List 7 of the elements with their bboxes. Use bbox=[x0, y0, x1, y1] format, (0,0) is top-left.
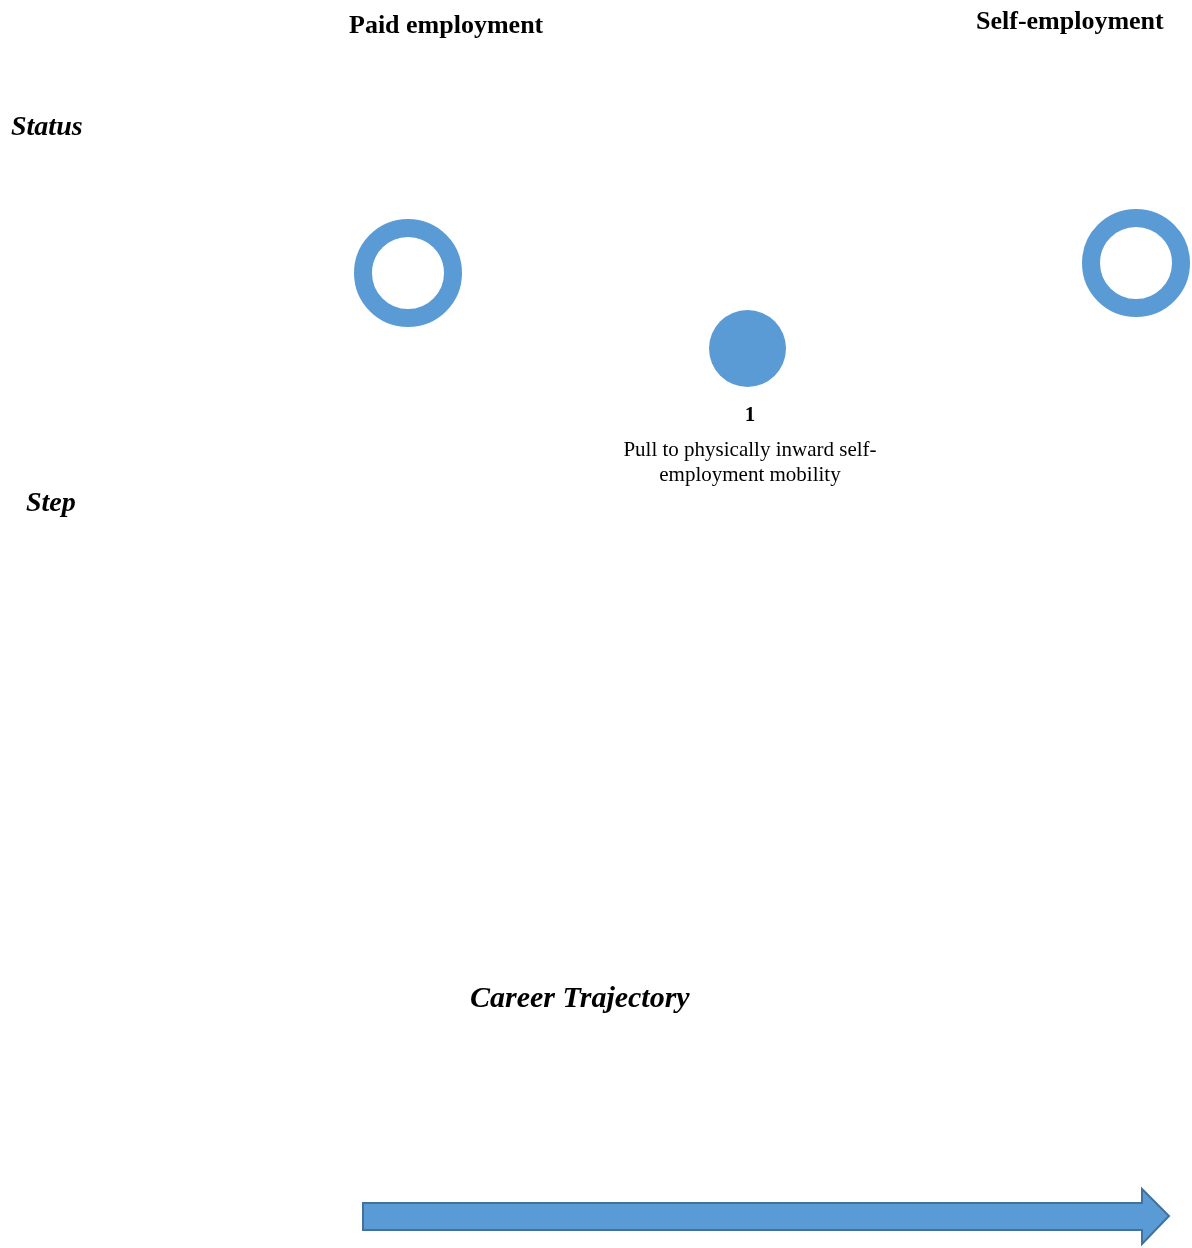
column-heading: Self-employment bbox=[976, 6, 1164, 36]
axis-label: Career Trajectory bbox=[470, 980, 690, 1014]
node-caption: Pull to physically inward self-employment mobility bbox=[622, 437, 878, 487]
column-heading: Paid employment bbox=[349, 10, 544, 40]
callout-number: 1 bbox=[743, 402, 757, 427]
axis-label: Step bbox=[26, 486, 76, 518]
axis-label: Status bbox=[11, 110, 83, 142]
